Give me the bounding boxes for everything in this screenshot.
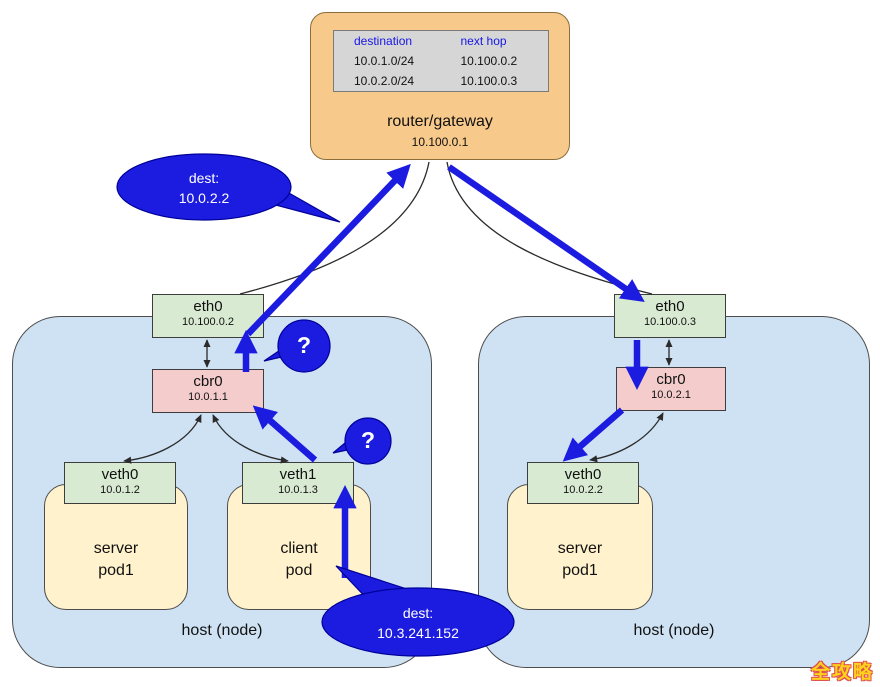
- server-pod1-left-line1: server: [93, 539, 139, 557]
- route-1-destination: 10.0.1.0/24: [354, 53, 415, 68]
- veth1-left-name: veth1: [279, 466, 317, 483]
- eth0-right-ip: 10.100.0.3: [644, 316, 696, 328]
- client-pod-line1: client: [280, 539, 318, 557]
- cbr0-left-name: cbr0: [193, 373, 223, 390]
- server-pod1-right-line2: pod1: [562, 562, 598, 579]
- link-cbr0-veth0-right: [589, 412, 664, 463]
- veth0-right-box: veth0 10.0.2.2: [527, 462, 639, 504]
- router-gateway-label: router/gateway: [387, 113, 493, 130]
- question-mark-top: ?: [296, 332, 312, 358]
- server-pod1-right-line1: server: [557, 539, 603, 557]
- cbr0-left-box: cbr0 10.0.1.1: [152, 369, 264, 413]
- host-node-left-label: host (node): [181, 622, 263, 639]
- callout-dest-bottom-label: dest:: [402, 605, 434, 621]
- veth0-left-name: veth0: [101, 466, 139, 483]
- packet-arrow-router-to-eth0-right: [447, 164, 645, 302]
- host-node-right-label: host (node): [633, 622, 715, 639]
- server-pod1-left-line2: pod1: [98, 562, 134, 579]
- eth0-right-box: eth0 10.100.0.3: [614, 294, 726, 338]
- cbr0-right-name: cbr0: [656, 371, 686, 388]
- callout-dest-top-bubble: [116, 153, 341, 223]
- link-router-to-eth0-left: [239, 161, 430, 295]
- client-pod-line2: pod: [285, 562, 313, 579]
- route-2-destination: 10.0.2.0/24: [354, 74, 415, 89]
- veth1-left-ip: 10.0.1.3: [278, 484, 318, 496]
- callout-dest-top-label: dest:: [188, 170, 220, 186]
- router-gateway-box: destination next hop 10.0.1.0/24 10.100.…: [310, 12, 570, 160]
- route-2-nexthop: 10.100.0.3: [460, 74, 518, 89]
- callout-dest-top-text: dest: 10.0.2.2: [124, 169, 284, 208]
- link-router-to-eth0-right: [446, 161, 653, 295]
- veth0-right-ip: 10.0.2.2: [563, 484, 603, 496]
- server-pod1-right: server pod1: [507, 484, 653, 610]
- eth0-left-name: eth0: [193, 298, 223, 315]
- veth0-right-name: veth0: [564, 466, 602, 483]
- question-mark-bottom: ?: [360, 427, 376, 453]
- veth0-left-box: veth0 10.0.1.2: [64, 462, 176, 504]
- packet-arrow-cbr0-to-veth0-right: [562, 407, 625, 462]
- cbr0-right-ip: 10.0.2.1: [651, 389, 691, 401]
- callout-question-top-bubble: [263, 319, 331, 373]
- routing-table-row: 10.0.2.0/24 10.100.0.3: [334, 71, 549, 91]
- server-pod1-left: server pod1: [44, 484, 188, 610]
- packet-arrow-eth0-to-router: [245, 163, 411, 337]
- callout-dest-bottom-value: 10.3.241.152: [377, 624, 459, 641]
- routing-table-header-destination: destination: [354, 33, 413, 48]
- callout-dest-top-value: 10.0.2.2: [178, 189, 230, 206]
- route-1-nexthop: 10.100.0.2: [460, 53, 518, 68]
- callout-dest-bottom-text: dest: 10.3.241.152: [328, 604, 508, 643]
- callout-dest-bottom-bubble: [321, 565, 515, 657]
- packet-arrow-veth1-to-cbr0: [252, 405, 318, 463]
- routing-table: destination next hop 10.0.1.0/24 10.100.…: [333, 30, 549, 92]
- eth0-left-ip: 10.100.0.2: [182, 316, 234, 328]
- eth0-right-name: eth0: [655, 298, 685, 315]
- routing-table-row: 10.0.1.0/24 10.100.0.2: [334, 51, 549, 71]
- veth0-left-ip: 10.0.1.2: [100, 484, 140, 496]
- watermark-text: 全攻略: [810, 662, 874, 683]
- callout-question-bottom-bubble: [332, 417, 392, 465]
- router-gateway-ip: 10.100.0.1: [411, 135, 469, 149]
- link-cbr0-veth1-left: [212, 414, 289, 464]
- link-cbr0-veth0-left: [123, 414, 202, 464]
- cbr0-left-ip: 10.0.1.1: [188, 391, 228, 403]
- routing-table-header-nexthop: next hop: [460, 33, 507, 48]
